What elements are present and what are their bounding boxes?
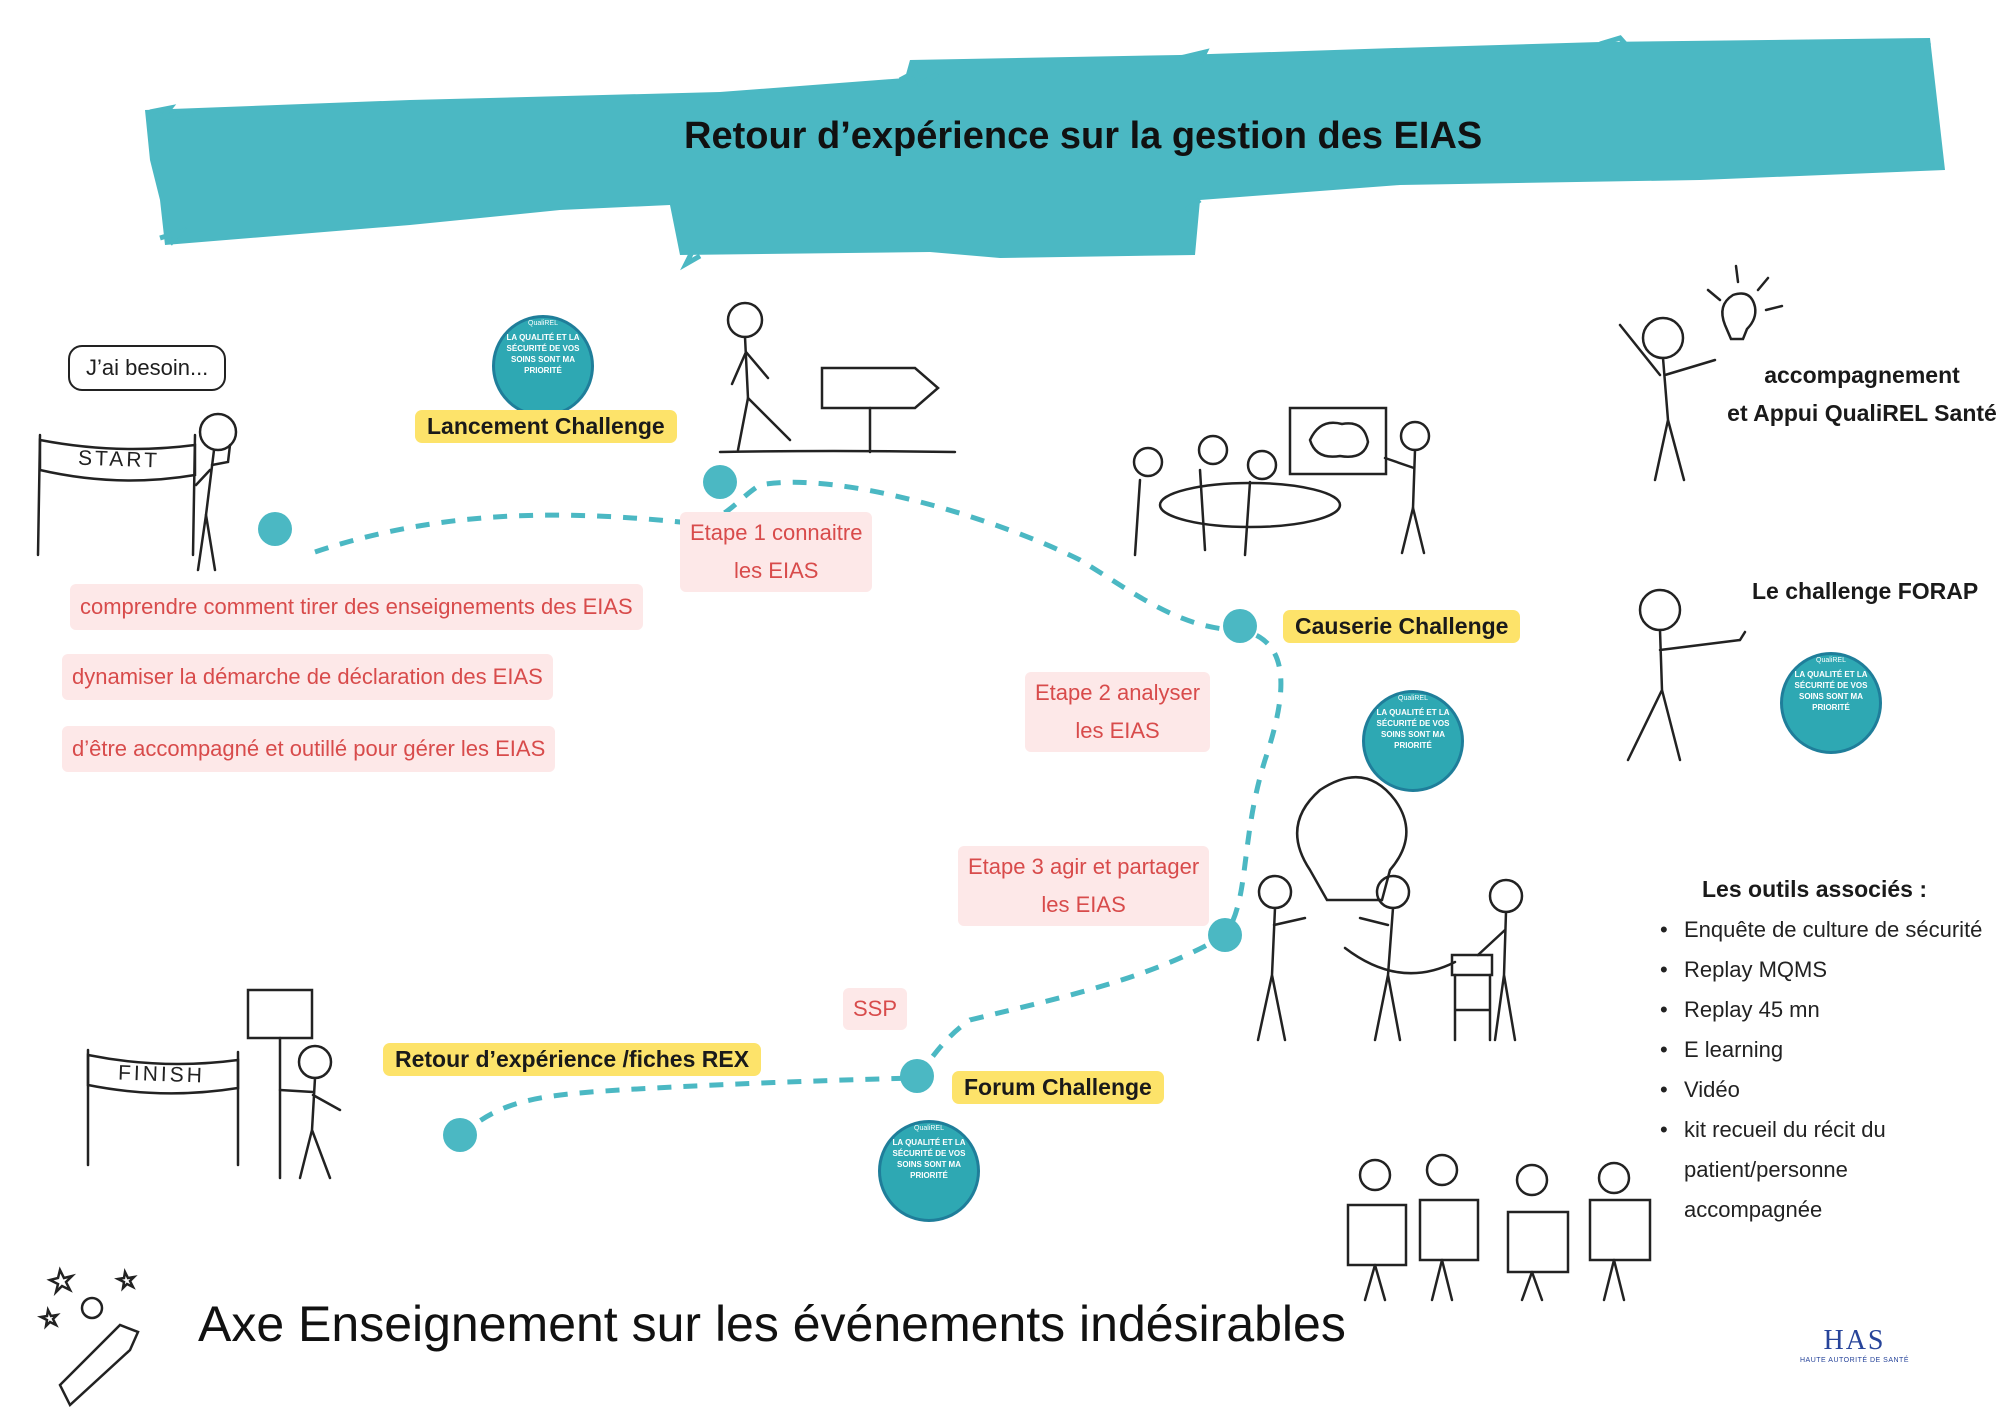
need-item: d’être accompagné et outillé pour gérer … [62,726,556,772]
idea-figure-illustration [1618,264,1784,482]
qualirel-badge: QualiREL La qualité et la sécurité de vo… [878,1120,980,1222]
footer-title: Axe Enseignement sur les événements indé… [198,1296,1346,1352]
path-node-start [258,512,292,546]
path-node-lancement [703,465,737,499]
sign-holders-illustration [1346,1153,1652,1302]
ssp-label: SSP [843,988,908,1030]
forap-heading: Le challenge FORAP [1752,578,1979,604]
tools-heading: Les outils associés : [1702,876,1927,902]
causerie-challenge-label: Causerie Challenge [1283,610,1521,643]
path-node-forum [900,1059,934,1093]
speech-bubble: J’ai besoin... [68,345,227,391]
start-banner-illustration [36,433,197,557]
list-item: Replay 45 mn [1656,990,1986,1030]
start-banner-text: START [77,446,161,473]
retour-experience-label: Retour d’expérience /fiches REX [383,1043,762,1076]
qualirel-badge: QualiREL La qualité et la sécurité de vo… [1362,690,1464,792]
tools-list: Enquête de culture de sécurité Replay MQ… [1656,910,1986,1230]
need-item: dynamiser la démarche de déclaration des… [62,654,553,700]
meeting-illustration [1132,406,1431,557]
finish-banner-text: FINISH [117,1061,206,1088]
accompagnement-heading: accompagnement et Appui QualiREL Santé [1727,362,1997,426]
qualirel-badge: QualiREL La qualité et la sécurité de vo… [1780,652,1882,754]
path-node-causerie [1223,609,1257,643]
path-node-etape3 [1208,918,1242,952]
need-item: comprendre comment tirer des enseignemen… [70,584,643,630]
qualirel-badge: QualiREL La qualité et la sécurité de vo… [492,315,594,417]
has-logo: HAS HAUTE AUTORITÉ DE SANTÉ [1800,1325,1909,1364]
list-item: Enquête de culture de sécurité [1656,910,1986,950]
forum-challenge-label: Forum Challenge [952,1071,1164,1104]
list-item: Replay MQMS [1656,950,1986,990]
etape-1-label: Etape 1 connaitre les EIAS [680,512,873,592]
lancement-challenge-label: Lancement Challenge [415,410,677,443]
list-item: kit recueil du récit du patient/personne… [1656,1110,1986,1230]
pointing-figure-illustration [1626,588,1747,762]
list-item: E learning [1656,1030,1986,1070]
etape-2-label: Etape 2 analyser les EIAS [1025,672,1211,752]
etape-3-label: Etape 3 agir et partager les EIAS [958,846,1210,926]
list-item: Vidéo [1656,1070,1986,1110]
thinking-figure-illustration [194,412,238,572]
rocket-illustration [37,1266,140,1408]
finish-banner-illustration [86,988,342,1180]
walking-figure-illustration [718,301,957,454]
path-node-finish [443,1118,477,1152]
lightbulb-team-illustration [1256,775,1524,1042]
page-title: Retour d’expérience sur la gestion des E… [684,115,1483,157]
